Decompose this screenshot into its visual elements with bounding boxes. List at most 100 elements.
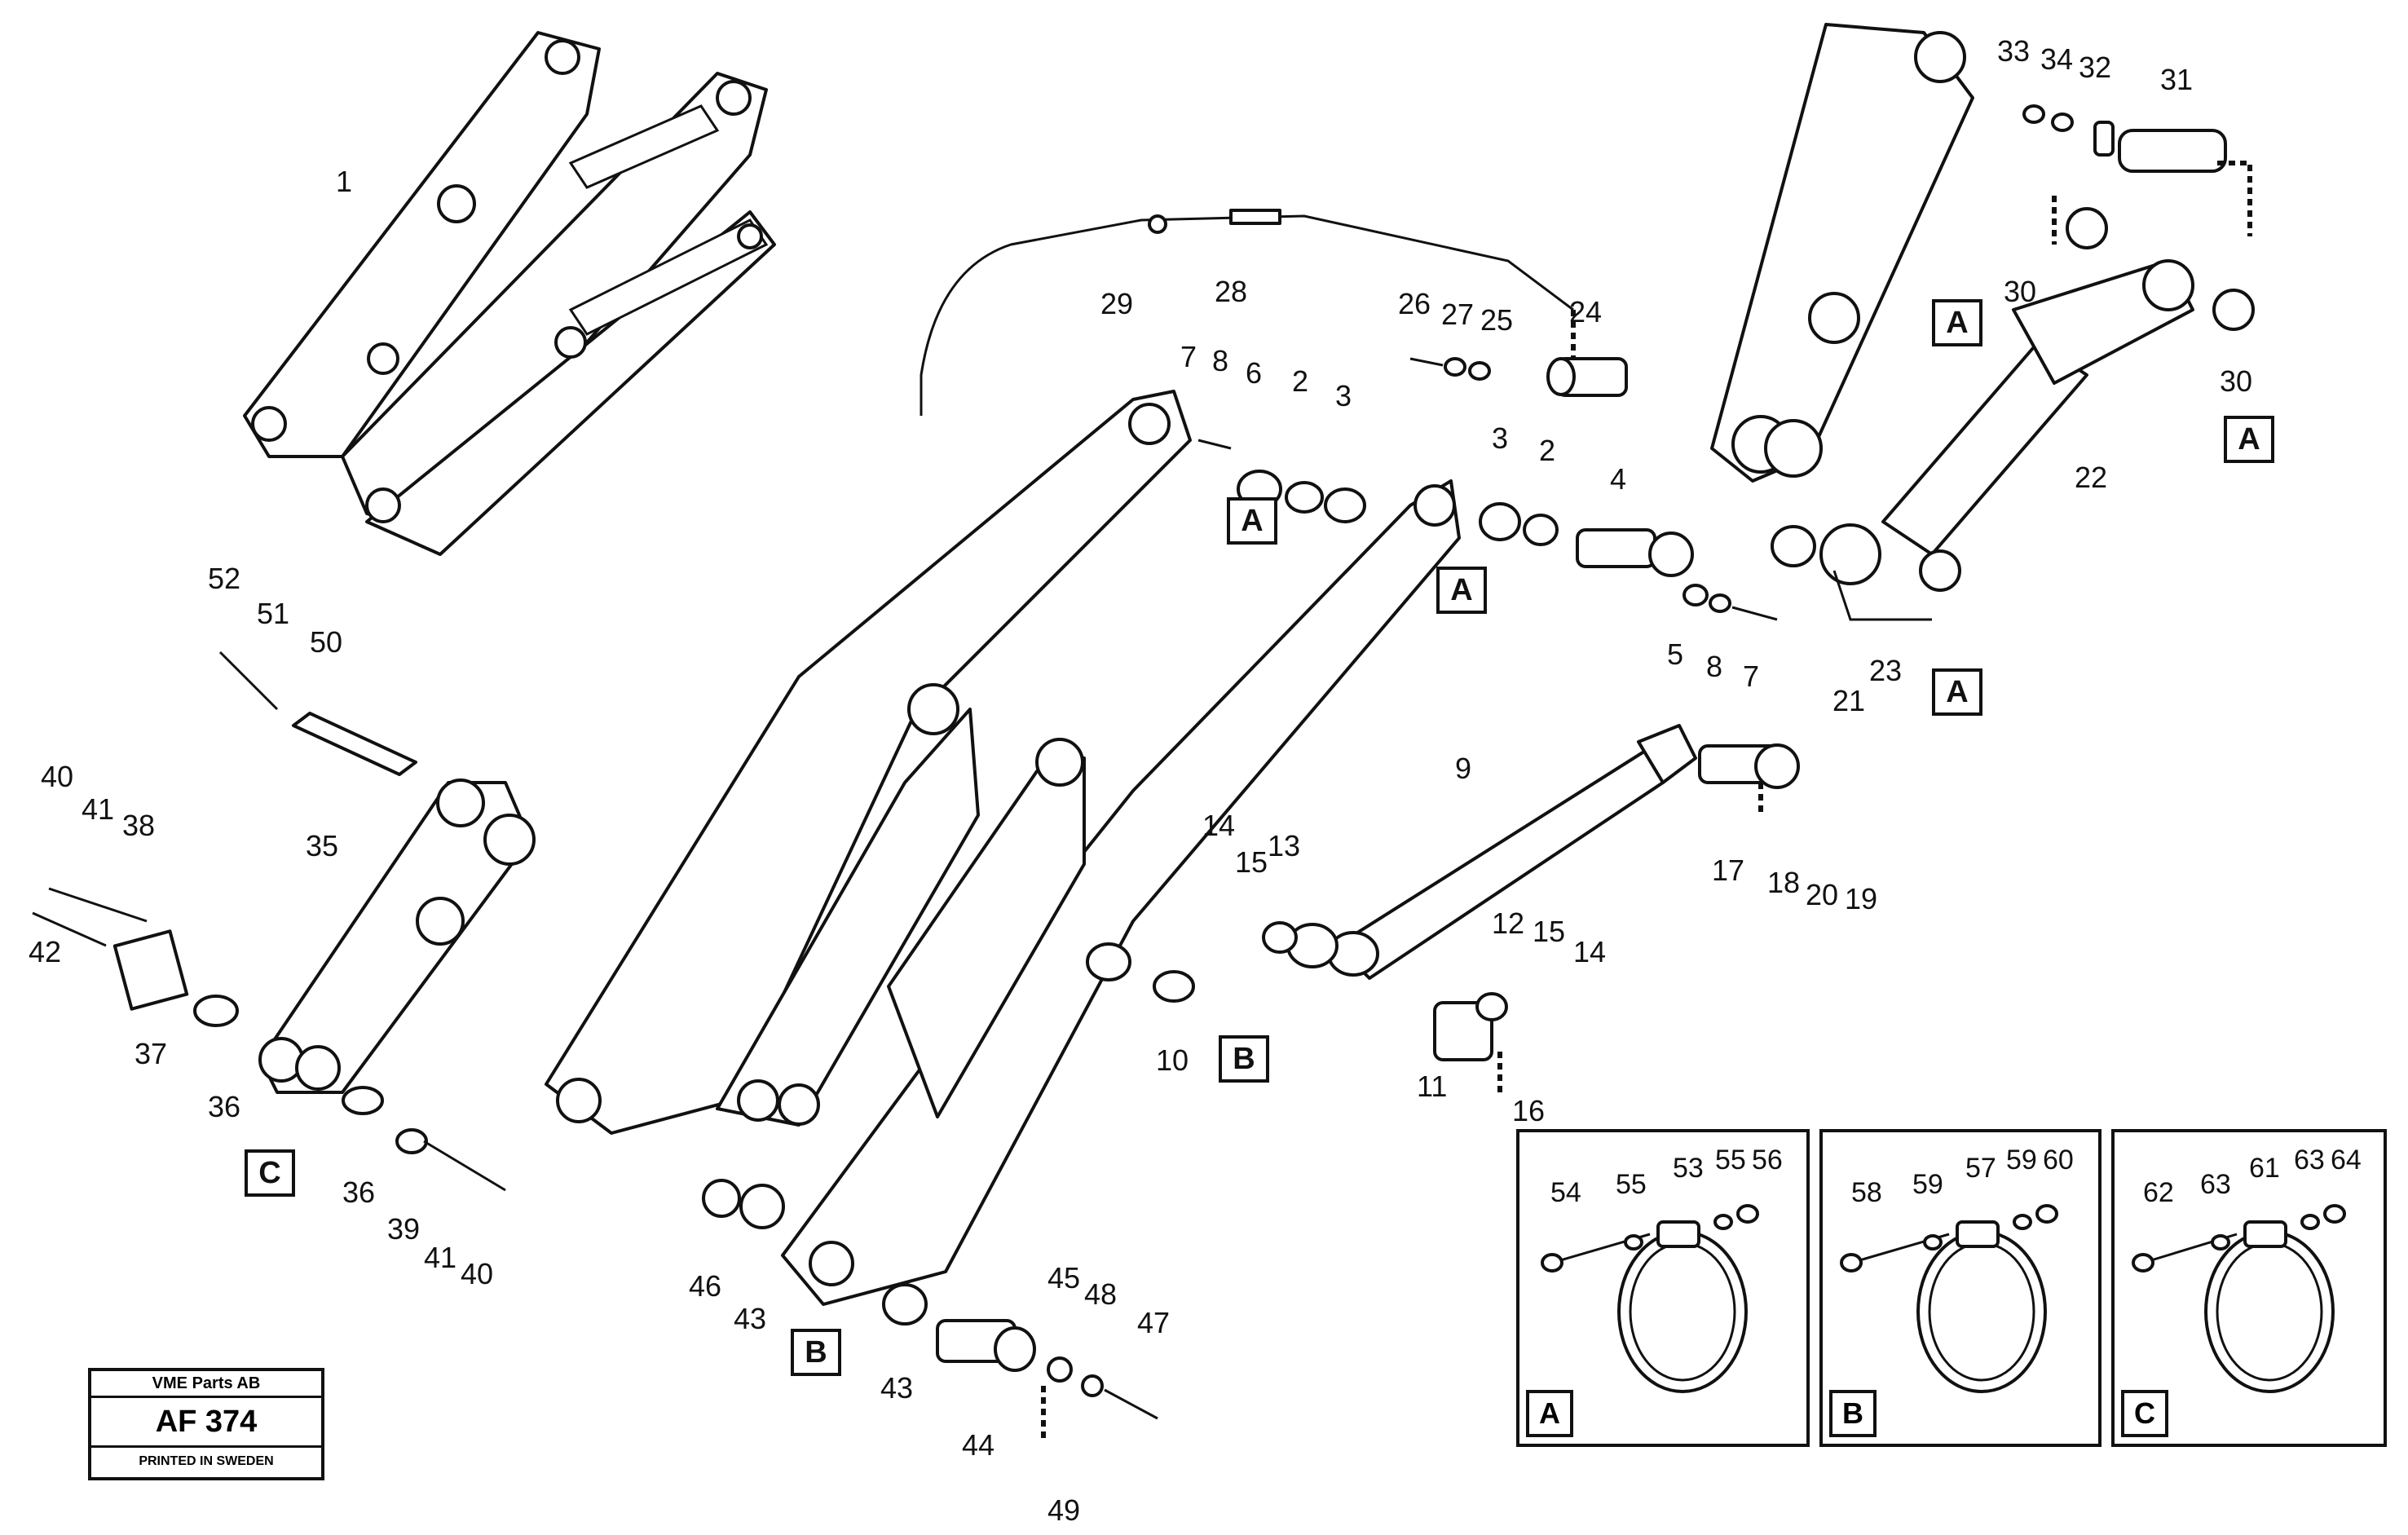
callout-label: 44 bbox=[962, 1428, 995, 1462]
callout-label: 21 bbox=[1832, 684, 1866, 717]
callout-label: 35 bbox=[306, 829, 339, 862]
pin-washer-group-a bbox=[1197, 357, 1778, 621]
detail-panel-a: 54 55 53 55 56 A bbox=[1516, 1129, 1810, 1447]
detail-label: 53 bbox=[1673, 1153, 1704, 1184]
section-marker-c: C bbox=[245, 1149, 295, 1197]
panel-letter-c: C bbox=[2121, 1390, 2168, 1437]
detail-label: 56 bbox=[1752, 1145, 1783, 1176]
callout-label: 34 bbox=[2040, 42, 2074, 76]
callout-label: 30 bbox=[2004, 275, 2037, 308]
panel-letter-b: B bbox=[1829, 1390, 1877, 1437]
callout-label: 8 bbox=[1706, 650, 1723, 683]
callout-label: 31 bbox=[2160, 63, 2194, 96]
callout-label: 8 bbox=[1212, 344, 1229, 377]
callout-label: 25 bbox=[1480, 303, 1514, 337]
callout-label: 20 bbox=[1806, 878, 1839, 911]
detail-label: 55 bbox=[1715, 1145, 1746, 1176]
callout-label: 13 bbox=[1268, 829, 1301, 862]
callout-label: 43 bbox=[880, 1371, 914, 1405]
callout-label: 18 bbox=[1767, 866, 1801, 899]
callout-label: 40 bbox=[461, 1257, 494, 1290]
detail-label: 61 bbox=[2249, 1153, 2280, 1184]
hydraulic-line bbox=[920, 209, 1576, 416]
clamp-drawing bbox=[2132, 1204, 2346, 1393]
section-marker-a: A bbox=[2224, 416, 2274, 463]
callout-label: 41 bbox=[82, 792, 115, 826]
callout-label: 37 bbox=[135, 1037, 168, 1070]
detail-label: 59 bbox=[2006, 1145, 2037, 1176]
callout-label: 15 bbox=[1235, 845, 1268, 879]
clamp-drawing bbox=[1840, 1204, 2058, 1393]
callout-label: 14 bbox=[1573, 935, 1607, 968]
section-marker-a: A bbox=[1932, 668, 1982, 716]
section-marker-a: A bbox=[1932, 299, 1982, 346]
printed-note: PRINTED IN SWEDEN bbox=[139, 1454, 274, 1468]
callout-label: 51 bbox=[257, 597, 290, 630]
callout-label: 50 bbox=[310, 625, 343, 659]
callout-label: 24 bbox=[1569, 295, 1603, 329]
callout-label: 26 bbox=[1398, 287, 1431, 320]
callout-label: 47 bbox=[1137, 1306, 1171, 1339]
detail-label: 55 bbox=[1616, 1169, 1647, 1200]
detail-label: 62 bbox=[2143, 1177, 2174, 1208]
detail-label: 59 bbox=[1912, 1169, 1943, 1200]
cylinder-9 bbox=[1262, 724, 1800, 1092]
panel-letter-a: A bbox=[1526, 1390, 1573, 1437]
callout-label: 9 bbox=[1455, 752, 1472, 785]
detail-label: 57 bbox=[1965, 1153, 1996, 1184]
drawing-code: AF 374 bbox=[91, 1398, 321, 1448]
callout-label: 39 bbox=[387, 1212, 421, 1246]
detail-label: 54 bbox=[1550, 1177, 1581, 1208]
callout-label: 22 bbox=[2075, 461, 2108, 494]
section-marker-b: B bbox=[1219, 1035, 1269, 1083]
callout-label: 32 bbox=[2079, 51, 2112, 84]
callout-label: 36 bbox=[208, 1090, 241, 1123]
callout-label: 7 bbox=[1743, 659, 1760, 693]
callout-label: 6 bbox=[1246, 356, 1263, 390]
callout-label: 2 bbox=[1539, 434, 1556, 467]
callout-label: 11 bbox=[1417, 1070, 1448, 1103]
callout-label: 49 bbox=[1047, 1493, 1081, 1527]
right-arm-and-cylinder-22 bbox=[1710, 23, 2255, 621]
callout-label: 48 bbox=[1084, 1277, 1118, 1311]
company-name: VME Parts AB bbox=[91, 1371, 321, 1398]
callout-label: 28 bbox=[1215, 275, 1248, 308]
callout-label: 42 bbox=[29, 935, 62, 968]
clamp-drawing bbox=[1541, 1204, 1759, 1393]
callout-label: 5 bbox=[1667, 637, 1684, 671]
detail-label: 60 bbox=[2043, 1145, 2074, 1176]
callout-label: 41 bbox=[424, 1241, 457, 1274]
callout-label: 52 bbox=[208, 562, 241, 595]
callout-label: 2 bbox=[1292, 364, 1309, 398]
callout-label: 43 bbox=[734, 1302, 767, 1335]
callout-label: 27 bbox=[1441, 298, 1475, 331]
callout-label: 7 bbox=[1180, 340, 1197, 373]
section-marker-a: A bbox=[1436, 567, 1487, 614]
callout-label: 38 bbox=[122, 809, 156, 842]
callout-label: 33 bbox=[1997, 34, 2031, 68]
callout-label: 1 bbox=[336, 165, 353, 198]
callout-label: 3 bbox=[1335, 379, 1352, 412]
callout-label: 12 bbox=[1492, 906, 1525, 940]
callout-label: 3 bbox=[1492, 421, 1509, 455]
loader-arm-assembly-overview bbox=[243, 31, 776, 556]
detail-label: 58 bbox=[1851, 1177, 1882, 1208]
callout-label: 10 bbox=[1156, 1043, 1189, 1077]
callout-label: 30 bbox=[2220, 364, 2253, 398]
callout-label: 40 bbox=[41, 760, 74, 793]
lever-35 bbox=[32, 651, 536, 1192]
callout-label: 14 bbox=[1202, 809, 1236, 842]
callout-label: 29 bbox=[1100, 287, 1134, 320]
detail-panel-c: 62 63 61 63 64 C bbox=[2111, 1129, 2387, 1447]
detail-label: 63 bbox=[2200, 1169, 2231, 1200]
callout-label: 16 bbox=[1512, 1094, 1546, 1127]
callout-label: 4 bbox=[1610, 462, 1627, 496]
callout-label: 46 bbox=[689, 1269, 722, 1303]
callout-label: 23 bbox=[1869, 654, 1903, 687]
section-marker-a: A bbox=[1227, 497, 1277, 545]
detail-panel-b: 58 59 57 59 60 B bbox=[1819, 1129, 2101, 1447]
main-loader-arm bbox=[545, 390, 1461, 1306]
pin-washer-group-b bbox=[702, 1179, 1158, 1443]
